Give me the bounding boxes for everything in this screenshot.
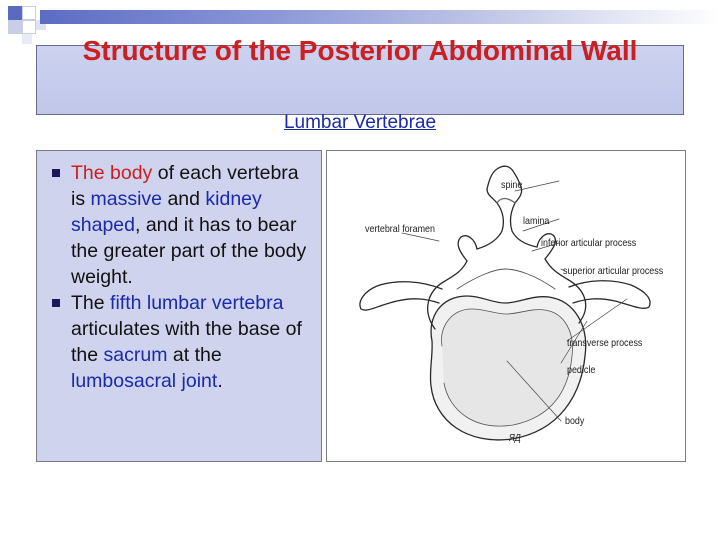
- decor-square: [22, 6, 36, 20]
- slide-title: Structure of the Posterior Abdominal Wal…: [82, 35, 638, 66]
- bullet-text-segment: and: [162, 188, 206, 210]
- decor-square: [22, 20, 36, 34]
- bullet-text-segment: The: [71, 292, 111, 314]
- label-vertebral-foramen: vertebral foramen: [365, 223, 435, 235]
- bullet-text-segment: kidney shaped: [71, 188, 262, 236]
- bullet-text-segment: articulates with the base of the: [71, 318, 302, 366]
- bullet-text-segment: , and it has to bear the greater part of…: [71, 214, 307, 288]
- bullet-item: The fifth lumbar vertebra articulates wi…: [52, 290, 312, 394]
- figure-box: spine lamina vertebral foramen inferior …: [326, 150, 686, 462]
- bullet-text-segment: .: [217, 370, 223, 392]
- artist-signature: ЯД: [509, 433, 521, 444]
- bullet-text-segment: of each vertebra is: [71, 162, 299, 210]
- label-lamina: lamina: [523, 215, 550, 227]
- decor-square: [36, 20, 46, 30]
- bullet-text-segment: The body: [71, 162, 153, 184]
- top-gradient-bar: [40, 10, 720, 24]
- bullet-text-segment: massive: [90, 188, 163, 210]
- decor-square: [22, 34, 32, 44]
- decor-square: [8, 20, 22, 34]
- label-spine: spine: [501, 179, 523, 191]
- bullet-text-segment: sacrum: [103, 344, 168, 366]
- label-body: body: [565, 415, 585, 427]
- lumbar-vertebra-illustration: [359, 165, 651, 441]
- slide-subtitle: Lumbar Vertebrae: [283, 112, 437, 133]
- title-box: [36, 45, 684, 115]
- bullet-text-segment: lumbosacral joint: [71, 370, 218, 392]
- label-superior-articular-process: superior articular process: [563, 265, 664, 277]
- bullet-list: The body of each vertebra is massive and…: [52, 160, 312, 394]
- label-transverse-process: transverse process: [567, 337, 643, 349]
- bullet-item: The body of each vertebra is massive and…: [52, 160, 312, 290]
- label-inferior-articular-process: inferior articular process: [541, 237, 637, 249]
- text-box: [36, 150, 322, 462]
- bullet-text-segment: at the: [167, 344, 222, 366]
- label-pedicle: pedicle: [567, 364, 596, 376]
- decor-square: [8, 6, 22, 20]
- bullet-text-segment: fifth lumbar vertebra: [110, 292, 284, 314]
- bullet-marker: [52, 169, 60, 177]
- bullet-marker: [52, 299, 60, 307]
